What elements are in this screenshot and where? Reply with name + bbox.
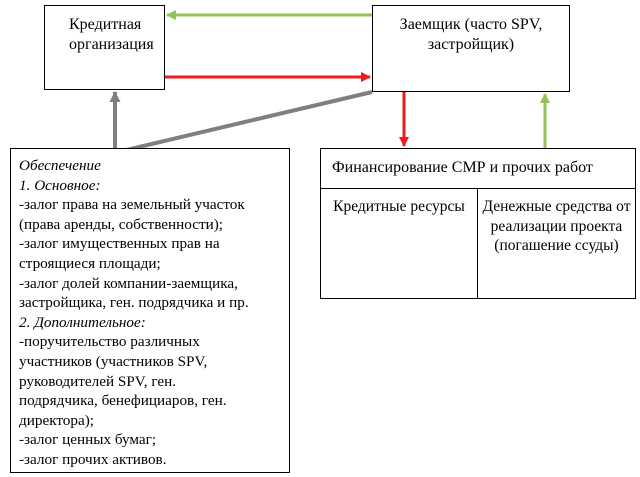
- credit-organization-label-line1: Кредитная: [69, 16, 142, 33]
- collateral-line: -поручительство различных: [19, 333, 200, 351]
- credit-organization-label-line2: организация: [69, 36, 154, 53]
- collateral-line: (права аренды, собственности);: [19, 215, 224, 233]
- financing-project-proceeds-label: Денежные средства от реализации проекта …: [482, 198, 631, 255]
- collateral-line: руководителей SPV, ген.: [19, 372, 177, 390]
- collateral-line: 1. Основное:: [19, 176, 101, 194]
- credit-organization-box: Кредитная организация: [44, 5, 165, 90]
- financing-box: Финансирование СМР и прочих работ Кредит…: [320, 148, 636, 299]
- connector-borrower-to-collateral: [125, 90, 373, 152]
- financing-project-proceeds-cell: Денежные средства от реализации проекта …: [478, 189, 635, 298]
- collateral-line: застройщика, ген. подрядчика и пр.: [19, 294, 249, 312]
- collateral-line: -залог ценных бумаг;: [19, 431, 157, 449]
- collateral-line: строящиеся площади;: [19, 254, 161, 272]
- collateral-line: директора);: [19, 411, 95, 429]
- financing-title: Финансирование СМР и прочих работ: [321, 149, 635, 189]
- collateral-line: -залог долей компании-заемщика,: [19, 274, 238, 292]
- collateral-title: Обеспечение: [19, 157, 101, 174]
- financing-credit-resources-label: Кредитные ресурсы: [333, 198, 465, 215]
- collateral-line: -залог имущественных прав на: [19, 235, 220, 253]
- collateral-line: участников (участников SPV,: [19, 352, 208, 370]
- collateral-box: Обеспечение 1. Основное: -залог права на…: [10, 148, 290, 473]
- financing-credit-resources-cell: Кредитные ресурсы: [321, 189, 478, 298]
- borrower-box: Заемщик (часто SPV, застройщик): [372, 5, 570, 92]
- collateral-line: подрядчика, бенефициаров, ген.: [19, 392, 227, 410]
- collateral-line: -залог прочих активов.: [19, 450, 167, 468]
- borrower-label: Заемщик (часто SPV, застройщик): [399, 16, 543, 53]
- collateral-line: -залог права на земельный участок: [19, 196, 245, 214]
- collateral-line: 2. Дополнительное:: [19, 313, 146, 331]
